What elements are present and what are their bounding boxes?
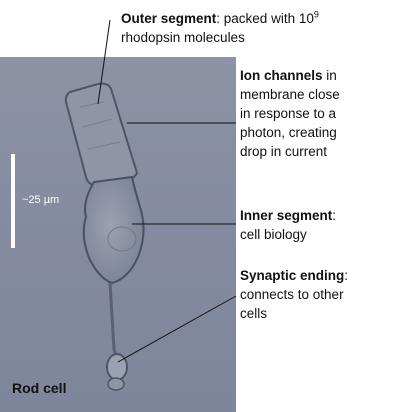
inner-segment-annotation: Inner segment: cell biology xyxy=(240,206,336,244)
outer-segment-annotation: Outer segment: packed with 109 rhodopsin… xyxy=(121,9,319,47)
outer-segment-exponent: 9 xyxy=(313,9,319,20)
synaptic-ending-pointer xyxy=(117,295,237,363)
scale-bar xyxy=(11,154,15,248)
inner-segment-shape xyxy=(82,175,145,285)
outer-segment-term: Outer segment xyxy=(121,11,217,26)
rod-cell-micrograph: ~25 µm xyxy=(0,57,236,412)
ion-channels-line2: membrane close xyxy=(240,87,340,102)
ion-channels-line4: photon, creating xyxy=(240,125,337,140)
synaptic-ending-term: Synaptic ending xyxy=(240,268,345,283)
synaptic-ending-line2: cells xyxy=(240,306,268,321)
ion-channels-term: Ion channels xyxy=(240,68,323,83)
ion-channels-line5: drop in current xyxy=(240,144,328,159)
outer-segment-pointer xyxy=(97,19,111,105)
ion-channels-line3: in response to a xyxy=(240,106,337,121)
rod-cell-drawing xyxy=(64,82,145,391)
scale-bar-label: ~25 µm xyxy=(22,194,60,206)
ion-channels-line1: in xyxy=(322,68,337,83)
inner-segment-desc: cell biology xyxy=(240,227,307,242)
outer-segment-desc: : packed with 10 xyxy=(216,11,314,26)
synaptic-ending-colon: : xyxy=(344,268,349,283)
inner-segment-colon: : xyxy=(332,208,337,223)
ion-channels-annotation: Ion channels in membrane close in respon… xyxy=(240,66,340,161)
rod-cell-label: Rod cell xyxy=(12,380,67,396)
inner-segment-term: Inner segment xyxy=(240,208,333,223)
synaptic-ending-line1: connects to other xyxy=(240,287,344,302)
synaptic-ending-annotation: Synaptic ending: connects to other cells xyxy=(240,266,348,323)
outer-segment-desc-line2: rhodopsin molecules xyxy=(121,30,245,45)
